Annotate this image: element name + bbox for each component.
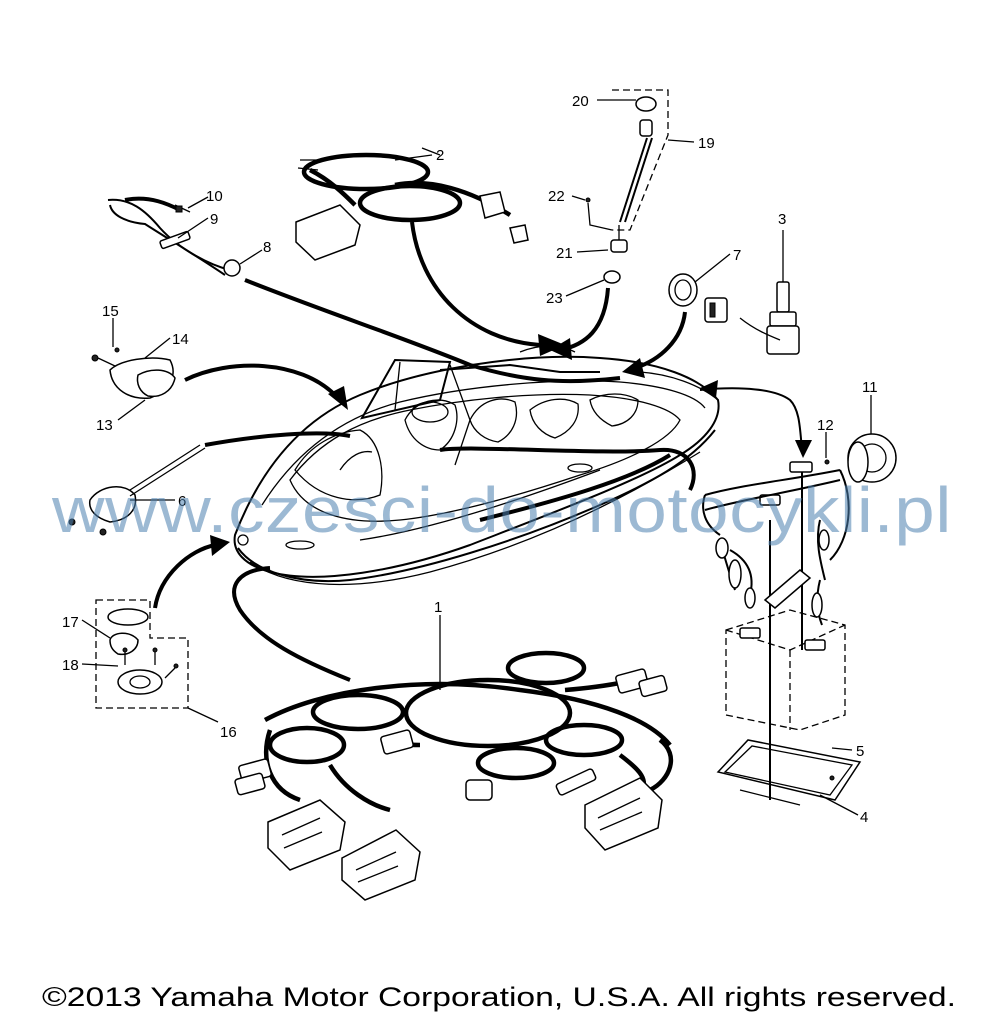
callout-2: 2 — [436, 147, 444, 164]
callout-22: 22 — [548, 188, 565, 205]
callout-13: 13 — [96, 417, 113, 434]
callout-10: 10 — [206, 188, 223, 205]
main-wire-harness — [232, 566, 673, 901]
copyright-notice: ©2013 Yamaha Motor Corporation, U.S.A. A… — [42, 982, 956, 1012]
callout-23: 23 — [546, 290, 563, 307]
sensor-3 — [704, 281, 800, 355]
callout-16: 16 — [220, 724, 237, 741]
callout-15: 15 — [102, 303, 119, 320]
grommet-7 — [668, 273, 698, 307]
callout-7: 7 — [733, 247, 741, 264]
callout-12: 12 — [817, 417, 834, 434]
harness-connector — [234, 668, 668, 801]
battery-cable-8 — [107, 196, 241, 277]
callout-20: 20 — [572, 93, 589, 110]
mount-plate-6 — [68, 444, 206, 536]
callout-18: 18 — [62, 657, 79, 674]
callout-8: 8 — [263, 239, 271, 256]
callout-1: 1 — [434, 599, 442, 616]
callout-3: 3 — [778, 211, 786, 228]
callout-9: 9 — [210, 211, 218, 228]
callout-leaders — [81, 99, 872, 816]
switch-panel-13 — [91, 347, 176, 399]
callout-labels: 1 2 3 4 5 6 7 8 9 10 11 12 13 14 15 16 1… — [62, 93, 878, 826]
callout-6: 6 — [178, 493, 186, 510]
horn-assembly-16 — [95, 599, 189, 709]
assembly-arrows — [153, 221, 812, 609]
callout-17: 17 — [62, 614, 79, 631]
boat-hull — [233, 345, 720, 586]
callout-5: 5 — [856, 743, 864, 760]
callout-4: 4 — [860, 809, 868, 826]
multi-pin-connector — [267, 777, 663, 901]
sub-harness-2 — [295, 147, 529, 261]
callout-11: 11 — [862, 379, 878, 396]
watermark-text: www.czesci-do-motocykli.pl — [51, 474, 952, 546]
drain-tube-19 — [585, 89, 669, 284]
callout-19: 19 — [698, 135, 715, 152]
battery-assembly — [702, 433, 897, 806]
callout-21: 21 — [556, 245, 573, 262]
callout-14: 14 — [172, 331, 189, 348]
